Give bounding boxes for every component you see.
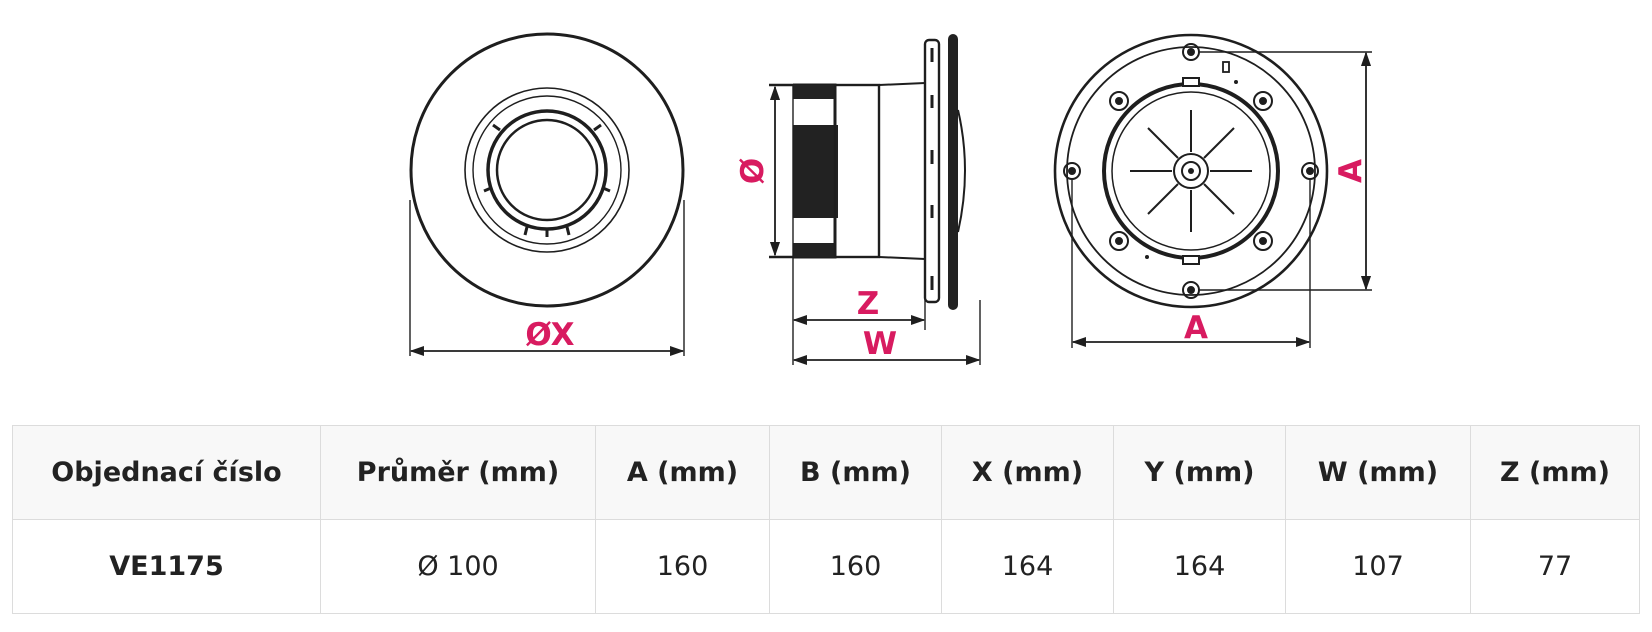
rear-screws bbox=[1109, 91, 1273, 251]
side-view bbox=[769, 34, 981, 366]
dimension-diameter-label: Ø bbox=[735, 158, 771, 184]
rear-plate-ring bbox=[1066, 46, 1316, 296]
rear-outer-disc bbox=[1053, 33, 1329, 309]
front-outer-disc bbox=[409, 32, 685, 308]
header-a: A (mm) bbox=[595, 425, 770, 520]
side-spigot-flange-bottom bbox=[793, 243, 835, 257]
side-spigot-dark bbox=[793, 125, 838, 218]
front-ring-outer bbox=[464, 87, 630, 253]
front-view bbox=[409, 32, 685, 357]
dimension-a-horizontal-label: A bbox=[1184, 310, 1208, 346]
table-row: VE1175 Ø 100 160 160 164 164 107 77 bbox=[12, 519, 1640, 614]
rear-vanes bbox=[1130, 110, 1252, 232]
header-w: W (mm) bbox=[1285, 425, 1471, 520]
rear-housing-inner bbox=[1111, 91, 1271, 251]
dimension-z-label: Z bbox=[857, 286, 879, 322]
cell-b: 160 bbox=[769, 519, 942, 614]
cell-order-number: VE1175 bbox=[12, 519, 321, 614]
cell-w: 107 bbox=[1285, 519, 1471, 614]
cell-diameter: Ø 100 bbox=[320, 519, 596, 614]
rear-hub bbox=[1173, 153, 1209, 189]
header-z: Z (mm) bbox=[1470, 425, 1640, 520]
header-order-number: Objednací číslo bbox=[12, 425, 321, 520]
side-housing bbox=[833, 83, 881, 259]
dimension-a-vertical-label: A bbox=[1333, 159, 1369, 183]
front-spigot-clips bbox=[483, 123, 611, 237]
front-spigot-outer bbox=[486, 109, 608, 231]
side-backplate bbox=[923, 38, 941, 304]
rear-clips bbox=[1182, 77, 1200, 265]
cell-a: 160 bbox=[595, 519, 770, 614]
header-x: X (mm) bbox=[941, 425, 1114, 520]
header-y: Y (mm) bbox=[1113, 425, 1286, 520]
cell-y: 164 bbox=[1113, 519, 1286, 614]
header-diameter: Průměr (mm) bbox=[320, 425, 596, 520]
front-ring-inner bbox=[472, 95, 622, 245]
cell-x: 164 bbox=[941, 519, 1114, 614]
dimension-w-label: W bbox=[863, 326, 897, 362]
dimension-x-label: ØX bbox=[525, 317, 574, 353]
rear-view bbox=[1053, 33, 1372, 348]
cell-z: 77 bbox=[1470, 519, 1640, 614]
technical-drawing: ØX Ø Z W bbox=[409, 32, 1372, 366]
header-b: B (mm) bbox=[769, 425, 942, 520]
side-spigot-flange-top bbox=[793, 85, 835, 99]
spec-table: Objednací číslo Průměr (mm) A (mm) B (mm… bbox=[12, 425, 1640, 614]
front-spigot-inner bbox=[495, 118, 599, 222]
side-cover bbox=[948, 34, 958, 310]
table-header-row: Objednací číslo Průměr (mm) A (mm) B (mm… bbox=[12, 425, 1640, 520]
